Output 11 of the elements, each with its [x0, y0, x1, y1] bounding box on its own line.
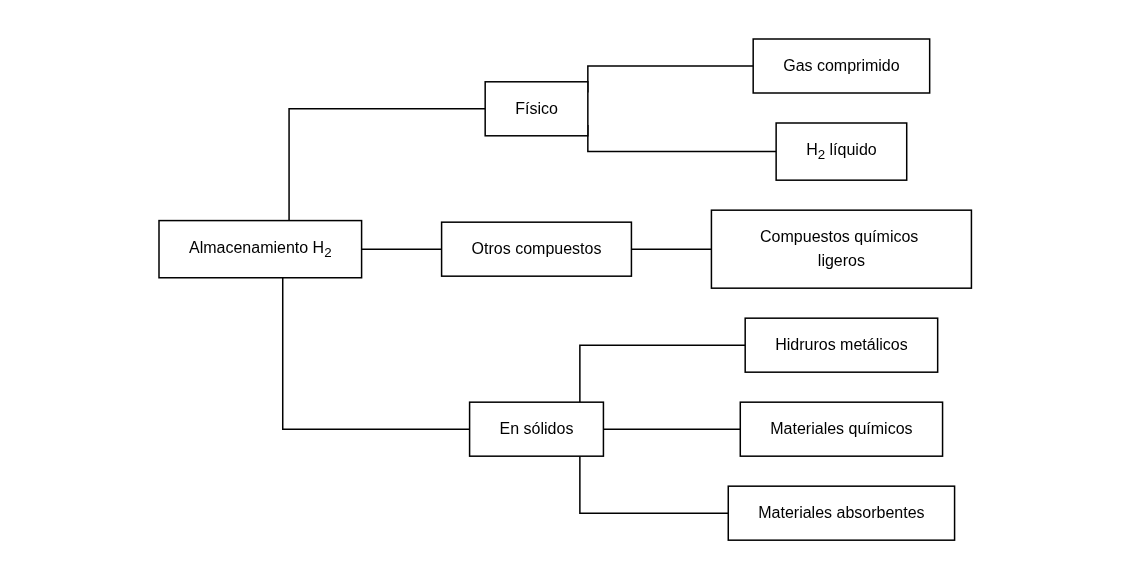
node-box: Compuestos químicos ligeros [710, 209, 972, 289]
node-box: Almacenamiento H$_{2}$ [158, 219, 363, 279]
connector [578, 455, 729, 514]
node-box: Materiales químicos [739, 401, 944, 457]
node-box: Hidruros metálicos [744, 317, 939, 373]
node-box: Materiales absorbentes [727, 485, 956, 541]
node-box: Otros compuestos [440, 221, 632, 277]
node-box: En sólidos [468, 401, 604, 457]
node-box: Gas comprimido [752, 38, 931, 94]
node-box: Físico [484, 80, 589, 137]
node-box: H$_{2}$ líquido [775, 122, 908, 181]
